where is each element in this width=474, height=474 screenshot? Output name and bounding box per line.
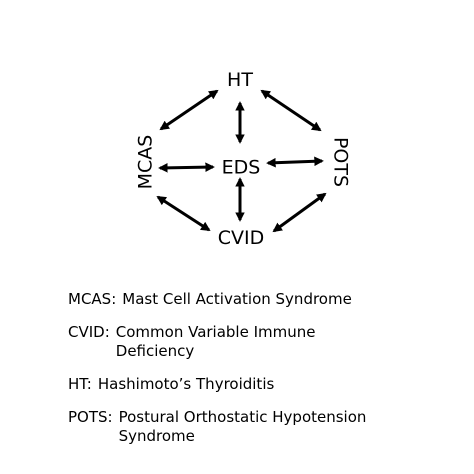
edge-eds-pots xyxy=(266,156,324,168)
edges xyxy=(156,89,327,233)
legend-abbr: CVID: xyxy=(68,323,110,341)
legend-abbr: MCAS: xyxy=(68,290,117,308)
legend-item-pots: POTS: Postural Orthostatic Hypotension S… xyxy=(68,408,468,446)
legend-item-ht: HT: Hashimoto’s Thyroiditis xyxy=(68,375,468,394)
node-mcas: MCAS xyxy=(135,135,157,190)
legend-definition: Common Variable Immune Deficiency xyxy=(115,323,316,360)
edge-ht-mcas xyxy=(159,89,219,131)
node-ht: HT xyxy=(227,69,253,91)
legend-item-cvid: CVID: Common Variable Immune Deficiency xyxy=(68,323,468,361)
abbreviation-legend: MCAS: Mast Cell Activation Syndrome CVID… xyxy=(68,290,468,460)
node-pots: POTS xyxy=(330,137,352,187)
relationship-diagram: HT EDS CVID MCAS POTS xyxy=(135,69,352,249)
node-eds: EDS xyxy=(222,157,261,179)
legend-item-mcas: MCAS: Mast Cell Activation Syndrome xyxy=(68,290,468,309)
edge-pots-cvid xyxy=(272,192,327,233)
legend-abbr: POTS: xyxy=(68,408,113,426)
legend-abbr: HT: xyxy=(68,375,92,393)
edge-ht-pots xyxy=(260,89,322,132)
legend-definition: Postural Orthostatic Hypotension Syndrom… xyxy=(118,408,367,445)
edge-mcas-eds xyxy=(158,162,215,173)
legend-definition: Hashimoto’s Thyroiditis xyxy=(97,375,275,393)
legend-definition: Mast Cell Activation Syndrome xyxy=(122,290,352,308)
node-cvid: CVID xyxy=(218,227,265,249)
edge-mcas-cvid xyxy=(156,195,211,232)
nodes: HT EDS CVID MCAS POTS xyxy=(135,69,352,249)
